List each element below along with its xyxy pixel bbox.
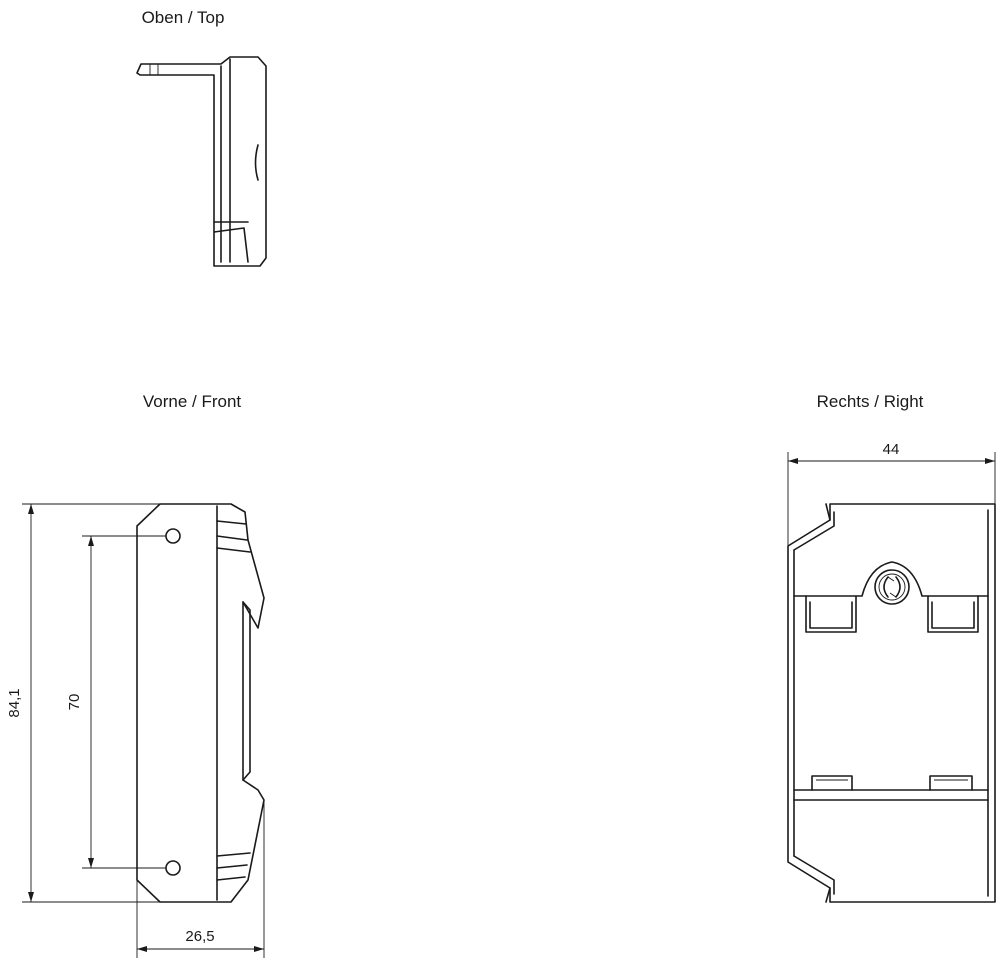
lower-clip-left	[811, 775, 853, 791]
dimension-depth-value: 26,5	[185, 928, 214, 945]
upper-clip-left	[805, 595, 857, 633]
dimension-hole-spacing: 70	[66, 535, 166, 869]
screw-icon	[874, 569, 910, 605]
dimension-hole-spacing-value: 70	[66, 694, 83, 711]
upper-clip-right	[927, 595, 979, 633]
right-view-outline	[787, 503, 996, 903]
mounting-hole-top	[165, 528, 181, 544]
front-view-label: Vorne / Front	[143, 392, 242, 411]
right-view-label: Rechts / Right	[817, 392, 924, 411]
top-view-label: Oben / Top	[142, 8, 225, 27]
mounting-hole-bottom	[165, 860, 181, 876]
dimension-width: 44	[787, 441, 996, 546]
dimension-width-value: 44	[883, 441, 900, 458]
top-view-outline	[136, 56, 267, 267]
lower-clip-right	[929, 775, 973, 791]
dimension-total-height-value: 84,1	[6, 688, 23, 717]
dimension-total-height: 84,1	[6, 503, 160, 903]
dimension-depth: 26,5	[136, 800, 265, 958]
front-view-outline	[136, 503, 265, 903]
